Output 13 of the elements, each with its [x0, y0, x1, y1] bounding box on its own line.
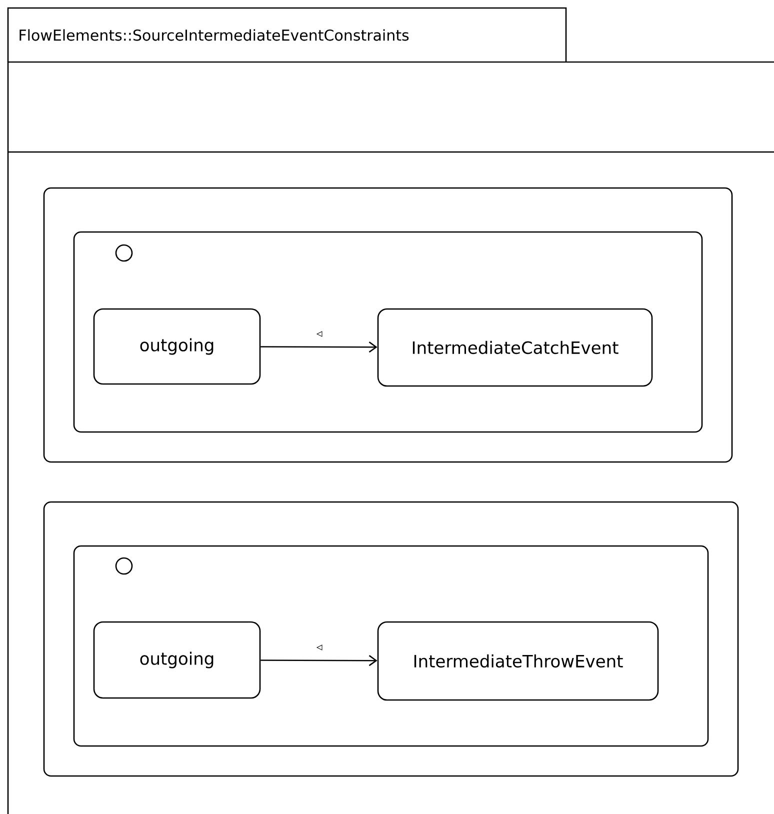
- event-box: IntermediateCatchEvent: [377, 308, 653, 387]
- container-box: [73, 231, 703, 433]
- arrow: [260, 342, 378, 353]
- event-box: outgoing: [93, 308, 261, 385]
- container-box: [73, 545, 709, 747]
- container-box: [43, 501, 739, 777]
- arrow: [260, 655, 378, 666]
- event-box: IntermediateThrowEvent: [377, 621, 659, 701]
- circle-marker: [115, 557, 133, 575]
- circle-marker: [115, 244, 133, 262]
- event-box: outgoing: [93, 621, 261, 699]
- container-box: [43, 187, 733, 463]
- title-tab: FlowElements::SourceIntermediateEventConstraints: [7, 7, 567, 62]
